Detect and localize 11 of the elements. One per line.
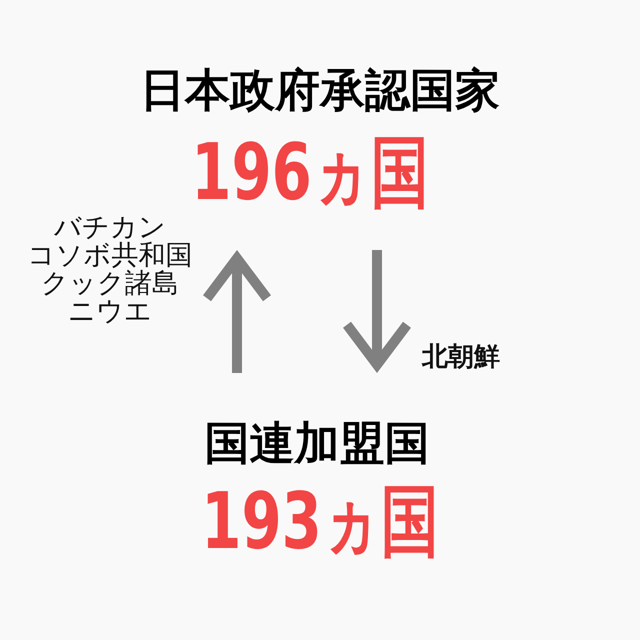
- arrow: [342, 250, 412, 373]
- count-text: 193ヵ国: [201, 483, 439, 561]
- arrow: [202, 250, 272, 373]
- label-text: コソボ共和国: [28, 242, 192, 269]
- heading-text: 日本政府承認国家: [140, 68, 500, 112]
- heading-text: 国連加盟国: [204, 420, 430, 466]
- edge-label: 北朝鮮: [422, 344, 500, 370]
- label-text: クック諸島: [41, 270, 179, 297]
- label-text: バチカン: [54, 214, 166, 241]
- label-text: ニウエ: [68, 298, 152, 325]
- count-text: 196ヵ国: [191, 134, 429, 212]
